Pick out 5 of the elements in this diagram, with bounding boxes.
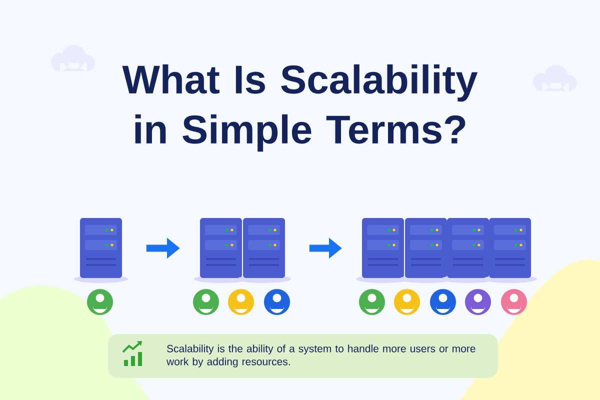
- server-drawing: [356, 218, 537, 283]
- info-box: Scalability is the ability of a system to handle more users or more work by adding resources.: [108, 334, 498, 378]
- title: What Is Scalability in Simple Terms?: [122, 64, 478, 152]
- server-drawing: [74, 218, 128, 283]
- server-drawing: [194, 218, 291, 283]
